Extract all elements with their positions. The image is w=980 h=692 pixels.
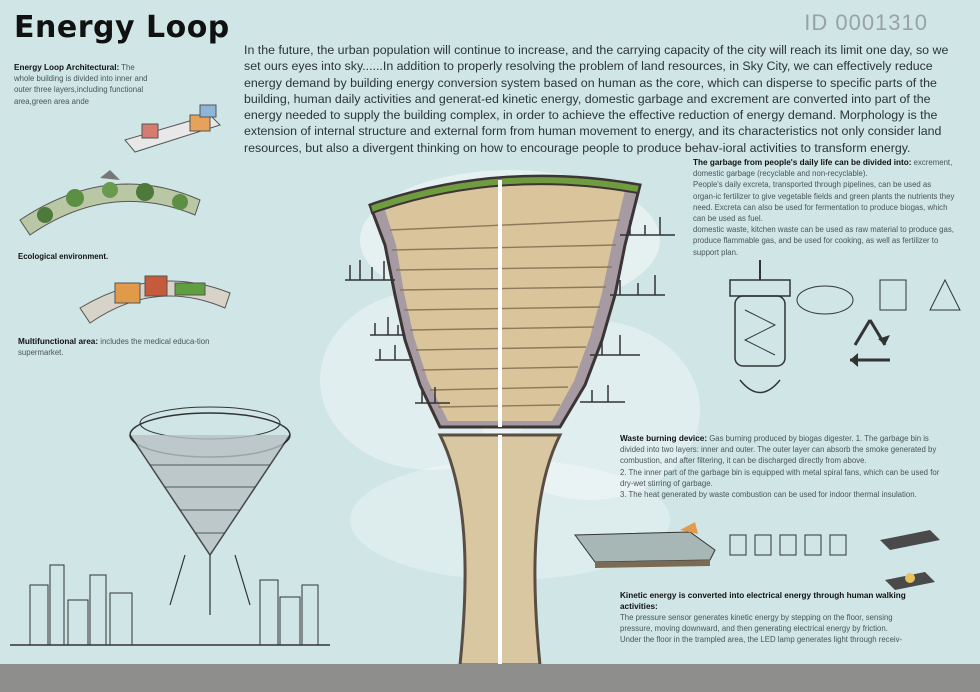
multifunctional-heading: Multifunctional area: [18,337,99,346]
led-lamp-illustration [880,530,940,590]
garbage-items-sketch [796,278,961,315]
multifunctional-note: Multifunctional area: includes the medic… [18,336,218,358]
garbage-bin-sketch [729,260,791,394]
layer-diagram-illustration [124,104,221,153]
multifunctional-ring-illustration [79,275,231,324]
pressure-plate-illustration [574,522,716,568]
garbage-text-1: excrement, domestic garbage (recyclable … [693,158,953,179]
page-title: Energy Loop [14,10,230,45]
waste-text-3: 3. The heat generated by waste combustio… [620,490,917,500]
kinetic-text-2: Under the floor in the trampled area, th… [620,635,903,645]
garbage-text-3: domestic waste, kitchen waste can be use… [693,225,954,257]
intro-paragraph: In the future, the urban population will… [244,43,949,155]
architecture-text: The whole building is divided into inner… [14,63,148,106]
multifunctional-text: includes the medical educa-tion supermar… [18,337,210,358]
kinetic-heading: Kinetic energy is converted into electri… [620,591,906,611]
waste-text-2: 2. The inner part of the garbage bin is … [620,467,940,488]
floor-units-illustration [729,534,847,556]
green-ring-illustration [19,170,201,236]
recycle-icon [850,319,890,367]
garbage-heading: The garbage from people's daily life can… [693,158,912,167]
kinetic-note: The pressure sensor generates kinetic en… [620,612,910,646]
id-code: ID 0001310 [804,10,928,35]
garbage-text-2: People's daily excreta, transported thro… [693,180,955,224]
kinetic-text-1: The pressure sensor generates kinetic en… [620,613,893,634]
tower-sketch-illustration [10,406,330,646]
architecture-heading: Energy Loop Architectural: [14,63,120,72]
waste-text-1: Gas burning produced by biogas digester.… [620,434,937,466]
ecological-heading: Ecological environment. [18,252,109,261]
waste-note: Waste burning device: Gas burning produc… [620,433,950,500]
garbage-note: The garbage from people's daily life can… [693,157,955,258]
tower-section-drawing [345,174,675,665]
architecture-note: Energy Loop Architectural: The whole bui… [14,62,154,107]
waste-heading: Waste burning device: [620,434,708,443]
ground-strip [0,664,980,692]
